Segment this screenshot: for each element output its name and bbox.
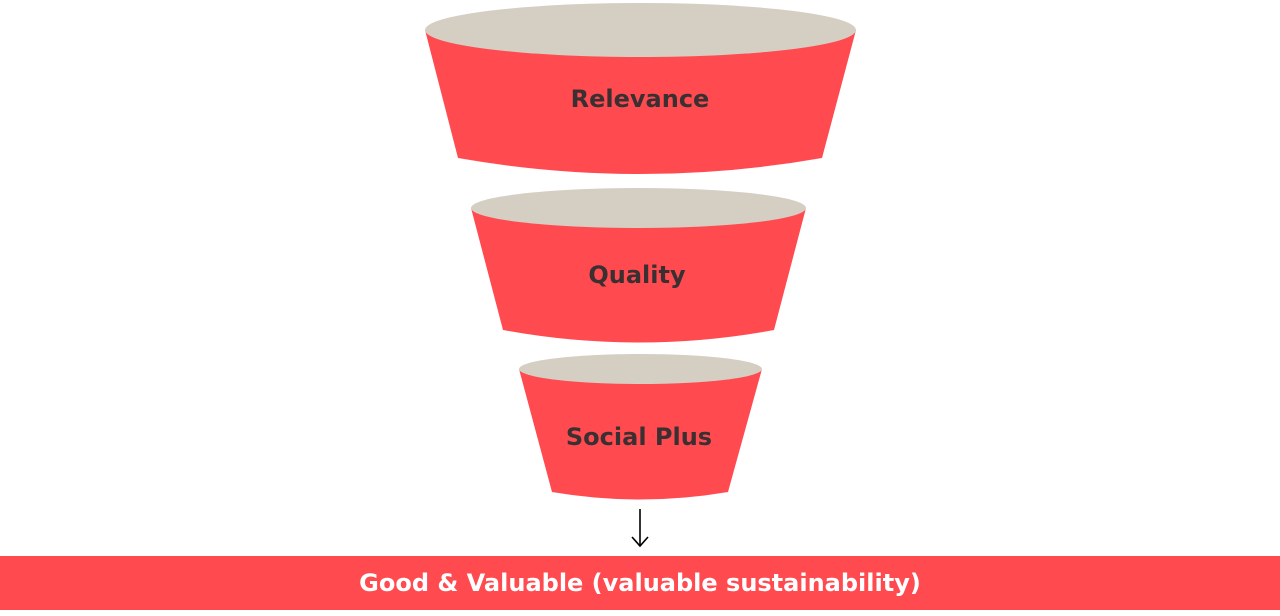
funnel-stage-label: Relevance <box>571 85 710 113</box>
funnel-stage-body <box>471 208 806 343</box>
arrow-down-icon <box>631 509 649 548</box>
funnel-stage-quality: Quality <box>471 188 806 343</box>
result-banner: Good & Valuable (valuable sustainability… <box>0 556 1280 610</box>
funnel-stage-label: Quality <box>588 261 686 289</box>
funnel-stage-body <box>519 369 762 500</box>
funnel-stage-rim <box>471 188 806 228</box>
result-label: Good & Valuable (valuable sustainability… <box>359 569 921 597</box>
funnel-stage-social-plus: Social Plus <box>519 354 762 500</box>
funnel-stage-rim <box>425 3 856 57</box>
funnel-stage-body <box>425 30 856 174</box>
funnel-stage-rim <box>519 354 762 384</box>
funnel-stage-label: Social Plus <box>566 423 712 451</box>
funnel-stage-relevance: Relevance <box>425 3 856 174</box>
